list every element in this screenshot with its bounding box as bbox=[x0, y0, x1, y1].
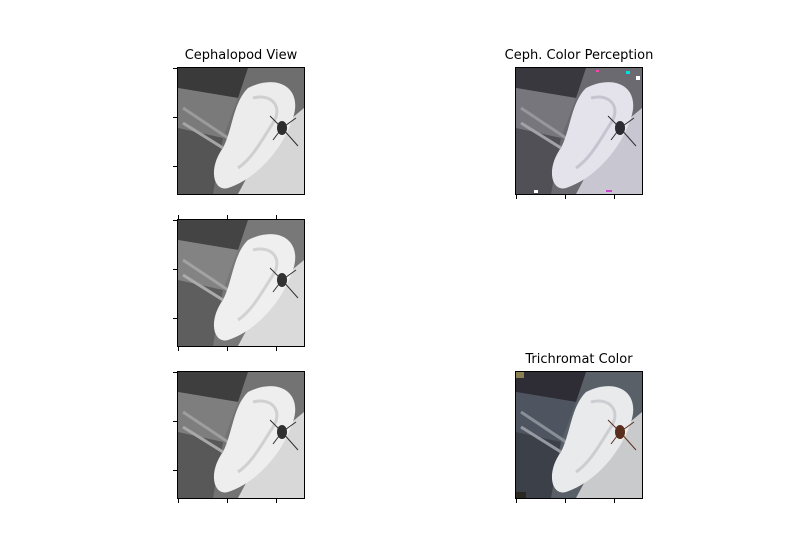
x-tick bbox=[614, 195, 615, 199]
trichromat-color-title: Trichromat Color bbox=[525, 352, 633, 367]
y-tick bbox=[173, 68, 177, 69]
x-tick bbox=[565, 499, 566, 503]
y-tick bbox=[173, 269, 177, 270]
x-tick bbox=[178, 347, 179, 351]
x-tick bbox=[276, 215, 277, 219]
x-tick bbox=[516, 195, 517, 199]
y-tick bbox=[173, 166, 177, 167]
y-tick bbox=[173, 372, 177, 373]
x-tick bbox=[178, 215, 179, 219]
y-tick bbox=[173, 421, 177, 422]
x-tick bbox=[614, 499, 615, 503]
x-tick bbox=[516, 499, 517, 503]
ceph-color-perception-image bbox=[515, 67, 643, 199]
cephalopod-view-title: Cephalopod View bbox=[184, 48, 298, 63]
trichromat-color-photo bbox=[516, 372, 642, 498]
cephalopod-view-image bbox=[173, 67, 305, 195]
grayscale-bottom-photo bbox=[178, 372, 304, 498]
y-tick bbox=[173, 117, 177, 118]
grayscale-middle-image bbox=[173, 215, 305, 351]
y-tick bbox=[173, 470, 177, 471]
y-tick bbox=[173, 220, 177, 221]
grayscale-middle-photo bbox=[178, 220, 304, 346]
grayscale-bottom-image bbox=[173, 371, 305, 503]
cephalopod-view-photo bbox=[178, 68, 304, 194]
x-tick bbox=[565, 195, 566, 199]
x-tick bbox=[178, 499, 179, 503]
ceph-color-perception-photo bbox=[516, 68, 642, 194]
x-tick bbox=[227, 347, 228, 351]
x-tick bbox=[227, 499, 228, 503]
ceph-color-perception-title: Ceph. Color Perception bbox=[504, 48, 654, 63]
x-tick bbox=[276, 499, 277, 503]
trichromat-color-image bbox=[515, 371, 643, 503]
y-tick bbox=[173, 318, 177, 319]
x-tick bbox=[227, 215, 228, 219]
x-tick bbox=[276, 347, 277, 351]
